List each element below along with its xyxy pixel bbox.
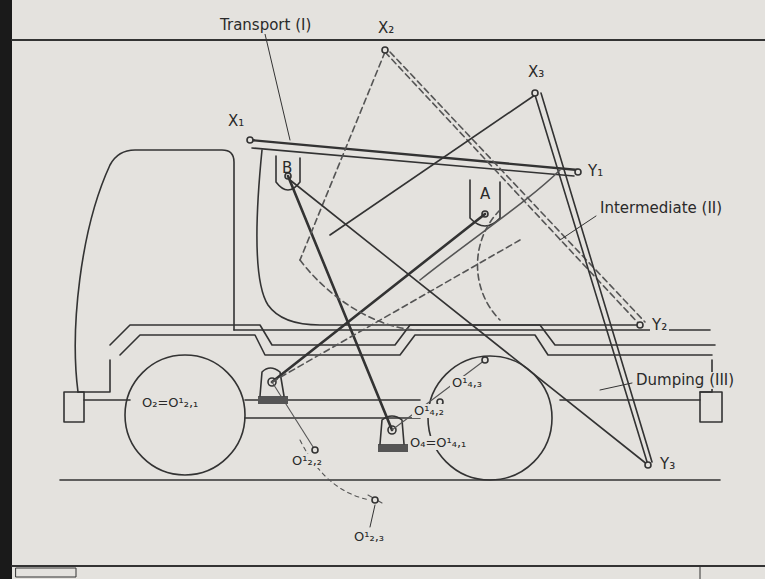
part-label: Y₂: [650, 317, 669, 334]
part-label: Y₁: [586, 163, 605, 180]
part-label: O₂=O¹₂,₁: [140, 396, 200, 410]
part-label: Intermediate (II): [598, 200, 724, 217]
part-label: O¹₄,₂: [412, 404, 446, 418]
part-label: X₂: [376, 20, 396, 37]
part-label: X₃: [526, 64, 546, 81]
part-label: Transport (I): [218, 17, 313, 34]
part-label: X₁: [226, 113, 246, 130]
part-label: O₄=O¹₄,₁: [408, 436, 468, 450]
part-label: Y₃: [658, 456, 677, 473]
part-label: A: [478, 186, 492, 203]
part-label: B: [280, 160, 294, 177]
part-label: O¹₂,₃: [352, 530, 386, 544]
part-label: O¹₄,₃: [450, 376, 484, 390]
part-label: O¹₂,₂: [290, 454, 324, 468]
part-label: Dumping (III): [634, 372, 736, 389]
